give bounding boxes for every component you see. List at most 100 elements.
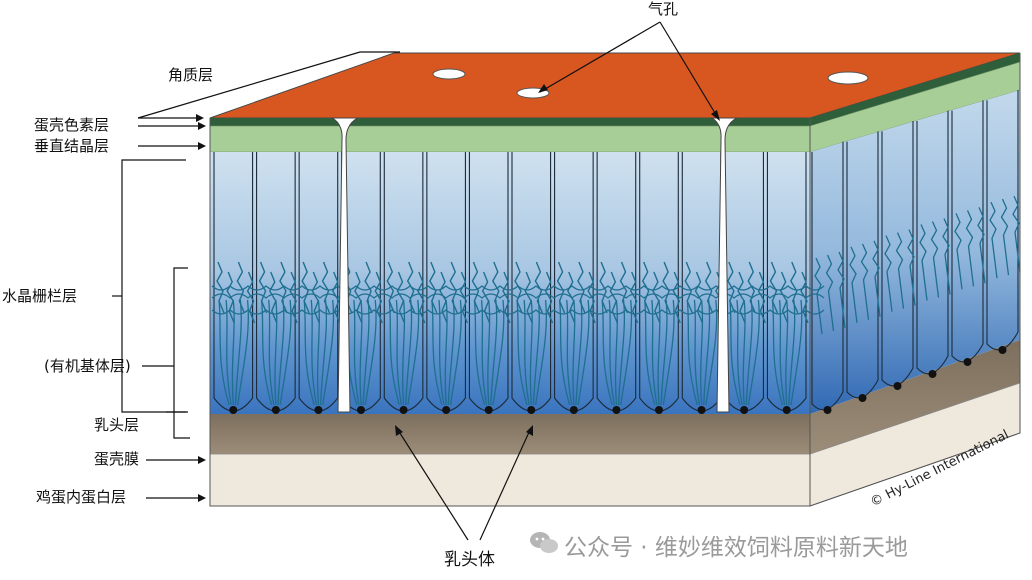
matrix-fiber <box>620 299 633 406</box>
matrix-fiber <box>353 299 360 406</box>
matrix-fiber <box>977 207 986 284</box>
matrix-fiber <box>619 261 629 314</box>
matrix-fiber <box>825 254 835 332</box>
mammillary-core <box>484 406 493 414</box>
matrix-fiber <box>651 299 658 406</box>
mammillary-core <box>782 406 791 414</box>
label-shell-membrane: 蛋壳膜 <box>94 450 140 468</box>
matrix-fiber <box>566 271 576 324</box>
matrix-fiber <box>686 299 698 406</box>
matrix-fiber <box>449 261 458 314</box>
matrix-fiber <box>747 299 760 406</box>
matrix-fiber <box>532 299 540 406</box>
matrix-fiber <box>757 271 767 324</box>
matrix-fiber <box>727 261 736 314</box>
mammillary-core <box>612 406 621 414</box>
matrix-fiber <box>310 299 317 406</box>
matrix-fiber <box>587 271 596 324</box>
wechat-icon <box>530 532 558 553</box>
matrix-fiber <box>234 299 242 406</box>
matrix-fiber <box>704 261 714 314</box>
matrix-fiber <box>662 299 675 406</box>
matrix-fiber <box>700 299 704 406</box>
matrix-fiber <box>260 299 273 406</box>
matrix-fiber <box>523 299 530 406</box>
matrix-fiber <box>566 299 573 406</box>
matrix-fiber <box>1012 195 1021 273</box>
matrix-fiber <box>216 261 225 314</box>
matrix-fiber <box>226 271 235 324</box>
label-mammillary-bodies: 乳头体 <box>444 550 495 570</box>
matrix-fiber <box>471 261 481 314</box>
matrix-fiber <box>362 299 370 406</box>
matrix-fiber <box>895 232 905 309</box>
matrix-fiber <box>431 299 443 406</box>
matrix-fiber <box>814 257 823 335</box>
mammillary-core <box>697 406 706 414</box>
mammillary-core <box>357 406 365 414</box>
matrix-fiber <box>872 240 881 317</box>
matrix-fiber <box>778 299 786 406</box>
matrix-fiber <box>849 246 858 323</box>
matrix-fiber <box>490 299 498 406</box>
mammillary-core <box>823 406 832 414</box>
matrix-fiber <box>729 299 741 406</box>
organic-matrix-fibers <box>211 195 1021 406</box>
palisade-layer-side <box>810 90 1020 414</box>
matrix-fiber <box>989 201 998 279</box>
matrix-fiber <box>388 299 400 406</box>
matrix-fiber <box>319 299 328 406</box>
matrix-fiber <box>737 271 746 324</box>
matrix-fiber <box>660 299 668 406</box>
matrix-fiber <box>487 299 491 406</box>
matrix-fiber <box>742 299 746 406</box>
matrix-fiber <box>601 299 613 406</box>
matrix-fiber <box>788 299 796 406</box>
palisade-columns <box>213 152 807 414</box>
matrix-fiber <box>608 299 615 406</box>
mammillary-core <box>442 406 451 414</box>
mammillary-layer-side <box>810 340 1020 454</box>
label-vertical-crystal-layer: 垂直结晶层 <box>34 137 110 155</box>
matrix-fiber <box>575 299 583 406</box>
palisade-columns-side <box>811 90 1019 414</box>
matrix-fiber <box>942 218 951 295</box>
matrix-fiber <box>364 261 373 314</box>
pore-channel <box>331 117 359 413</box>
matrix-fiber <box>322 299 335 406</box>
matrix-fiber <box>705 299 718 406</box>
matrix-fiber <box>438 299 445 406</box>
matrix-fiber <box>790 299 803 406</box>
matrix-fiber <box>1000 198 1010 276</box>
matrix-fiber <box>225 299 232 406</box>
matrix-fiber <box>364 299 377 406</box>
mammillary-core <box>928 370 937 378</box>
matrix-fiber <box>386 261 395 314</box>
matrix-fiber <box>703 299 711 406</box>
matrix-fiber <box>321 261 331 314</box>
pigment-layer-side <box>810 53 1020 126</box>
mammillary-core <box>399 406 408 414</box>
matrix-fiber <box>930 221 940 298</box>
matrix-fiber <box>359 299 363 406</box>
label-albumen: 鸡蛋内蛋白层 <box>36 488 127 506</box>
label-cuticle: 角质层 <box>168 66 214 84</box>
matrix-fiber <box>644 299 656 406</box>
label-mammillary-layer: 乳头层 <box>94 416 140 434</box>
pore-channel <box>710 117 738 413</box>
matrix-fiber <box>231 299 235 406</box>
matrix-fiber <box>429 261 438 314</box>
matrix-fiber <box>534 261 544 314</box>
matrix-fiber <box>556 261 566 314</box>
matrix-fiber <box>785 299 789 406</box>
matrix-fiber <box>316 299 320 406</box>
matrix-fiber <box>218 299 230 406</box>
label-organic-matrix-layer: (有机基体层) <box>44 357 131 375</box>
matrix-fiber <box>662 261 671 314</box>
mammillary-core <box>740 406 749 414</box>
matrix-fiber <box>617 299 626 406</box>
arrowheads <box>196 84 720 502</box>
matrix-fiber <box>473 299 486 406</box>
matrix-fiber <box>736 299 743 406</box>
